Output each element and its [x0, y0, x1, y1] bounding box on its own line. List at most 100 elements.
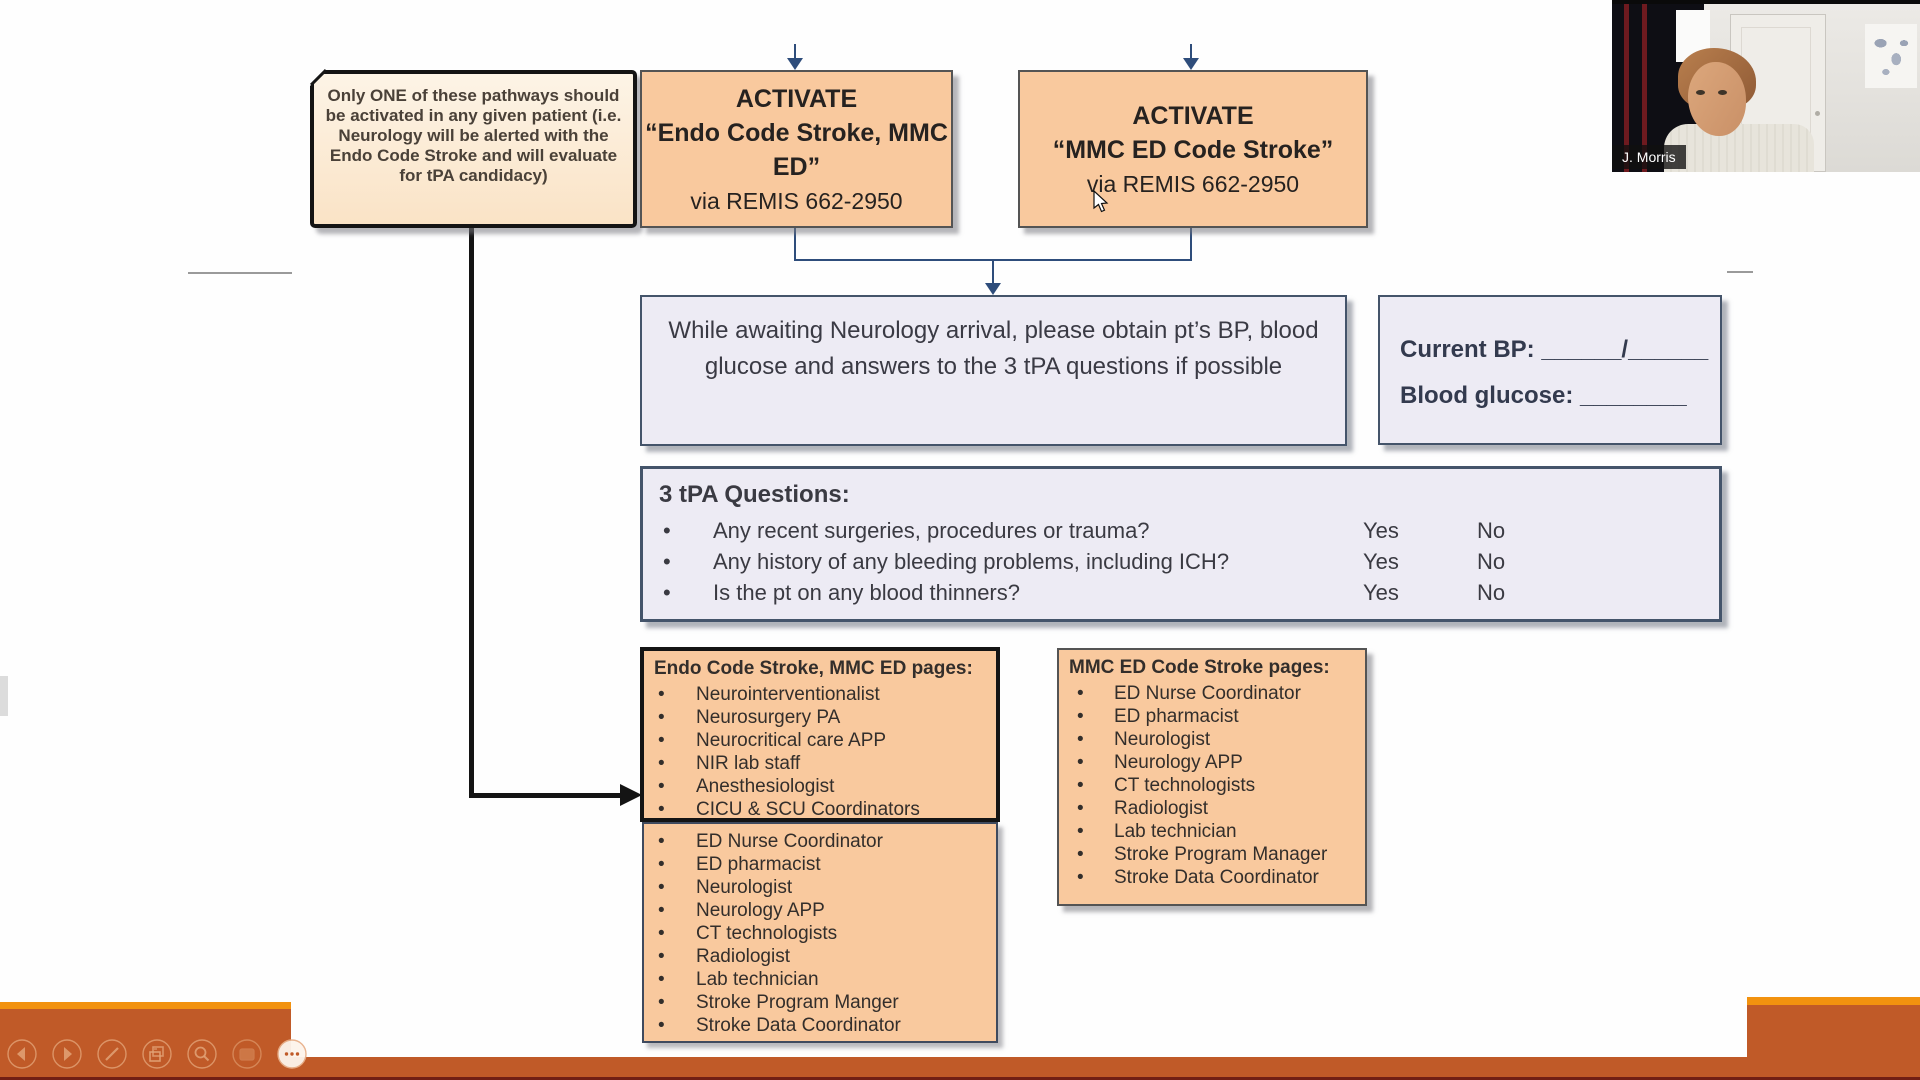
bullet-icon: [658, 899, 665, 922]
zoom-icon[interactable]: [186, 1038, 218, 1070]
webcam-video-tile[interactable]: J. Morris: [1612, 0, 1920, 172]
person-shirt: [1664, 124, 1814, 172]
blood-glucose-line: Blood glucose: ________: [1400, 382, 1687, 409]
remis-number: via REMIS 662-2950: [1086, 171, 1300, 197]
divider-line: [1727, 271, 1753, 273]
bullet-icon: [658, 798, 665, 821]
page-recipient: Anesthesiologist: [696, 776, 835, 797]
bullet-icon: [658, 876, 665, 899]
tpa-question-text: Is the pt on any blood thinners?: [713, 580, 1020, 605]
bullet-icon: [663, 515, 671, 546]
list-item: NIR lab staff: [644, 752, 996, 775]
list-item: CT technologists: [1059, 774, 1365, 797]
page-recipient: NIR lab staff: [696, 753, 801, 774]
list-item: Neurologist: [1059, 728, 1365, 751]
presenter-toolbar: [0, 1038, 308, 1072]
page-recipient: ED Nurse Coordinator: [696, 831, 883, 852]
bullet-icon: [658, 830, 665, 853]
page-recipient: CICU & SCU Coordinators: [696, 799, 920, 820]
activate-label: ACTIVATE: [735, 85, 858, 113]
page-recipient: Lab technician: [696, 969, 819, 990]
person-eye: [1718, 90, 1727, 95]
bullet-icon: [1077, 728, 1084, 751]
tpa-question-text: Any history of any bleeding problems, in…: [713, 549, 1230, 574]
bullet-icon: [658, 683, 665, 706]
mouse-cursor: [1093, 189, 1109, 219]
bullet-icon: [1077, 843, 1084, 866]
person-face: [1688, 62, 1746, 136]
slide-navigator-icon[interactable]: [141, 1038, 173, 1070]
connector-line: [1190, 44, 1192, 60]
bullet-icon: [1077, 797, 1084, 820]
bullet-icon: [658, 1014, 665, 1037]
previous-slide-icon[interactable]: [6, 1038, 38, 1070]
endo-pages-extension-box: ED Nurse Coordinator ED pharmacist Neuro…: [642, 822, 998, 1043]
footer-left-accent: [0, 1002, 291, 1009]
bullet-icon: [658, 853, 665, 876]
pathway-name: “MMC ED Code Stroke”: [1052, 136, 1334, 164]
page-recipient: Neurointerventionalist: [696, 684, 880, 705]
list-item: Stroke Program Manager: [1059, 843, 1365, 866]
connector-line: [469, 793, 622, 798]
awaiting-text: While awaiting Neurology arrival, please…: [668, 317, 1319, 380]
list-item: Neurology APP: [1059, 751, 1365, 774]
list-item: Radiologist: [1059, 797, 1365, 820]
page-recipient: Stroke Program Manger: [696, 992, 899, 1013]
awaiting-neurology-box: While awaiting Neurology arrival, please…: [640, 295, 1347, 446]
page-recipient: Neurology APP: [1114, 752, 1243, 773]
list-item: Lab technician: [1059, 820, 1365, 843]
subtitles-icon[interactable]: [231, 1038, 263, 1070]
tpa-question-list: Any recent surgeries, procedures or trau…: [659, 515, 1713, 608]
arrow-down-icon: [985, 283, 1001, 295]
connector-line: [794, 228, 796, 261]
mmc-pages-title: MMC ED Code Stroke pages:: [1069, 657, 1330, 678]
activate-endo-code-stroke-box: ACTIVATE “Endo Code Stroke, MMC ED” via …: [640, 70, 953, 228]
tpa-question-text: Any recent surgeries, procedures or trau…: [713, 518, 1150, 543]
arrow-right-icon: [620, 784, 642, 806]
list-item: Neurology APP: [644, 899, 996, 922]
bullet-icon: [1077, 682, 1084, 705]
bullet-icon: [1077, 820, 1084, 843]
list-item: Neurosurgery PA: [644, 706, 996, 729]
list-item: CT technologists: [644, 922, 996, 945]
more-options-icon[interactable]: [276, 1038, 308, 1070]
footer-bar: [0, 1057, 1920, 1078]
list-item: Radiologist: [644, 945, 996, 968]
page-recipient: ED pharmacist: [1114, 706, 1239, 727]
page-recipient: Stroke Data Coordinator: [1114, 867, 1319, 888]
connector-line: [794, 44, 796, 60]
page-recipient: ED pharmacist: [696, 854, 821, 875]
page-recipient: Neurologist: [696, 877, 793, 898]
bullet-icon: [658, 729, 665, 752]
page-recipient: Neurology APP: [696, 900, 825, 921]
person-eye: [1696, 90, 1705, 95]
curtain-stripe: [1624, 0, 1629, 172]
list-item: ED pharmacist: [1059, 705, 1365, 728]
bullet-icon: [1077, 705, 1084, 728]
bullet-icon: [663, 546, 671, 577]
tpa-no-label: No: [1477, 580, 1506, 605]
footer-bottom-edge: [0, 1077, 1920, 1080]
mmc-pages-list: ED Nurse Coordinator ED pharmacist Neuro…: [1059, 682, 1365, 889]
pathway-name: “Endo Code Stroke, MMC ED”: [645, 119, 948, 181]
list-item: Stroke Program Manger: [644, 991, 996, 1014]
list-item: Stroke Data Coordinator: [1059, 866, 1365, 889]
bullet-icon: [658, 775, 665, 798]
participant-name-label: J. Morris: [1612, 145, 1686, 169]
page-recipient: Neurologist: [1114, 729, 1211, 750]
page-recipient: Neurosurgery PA: [696, 707, 841, 728]
endo-pages-box: Endo Code Stroke, MMC ED pages: Neuroint…: [640, 647, 1000, 822]
page-recipient: Stroke Data Coordinator: [696, 1015, 901, 1036]
pen-icon[interactable]: [96, 1038, 128, 1070]
next-slide-icon[interactable]: [51, 1038, 83, 1070]
callout-note: Only ONE of these pathways should be act…: [310, 69, 637, 228]
endo-pages-primary-list: Neurointerventionalist Neurosurgery PA N…: [644, 683, 996, 821]
footer-right-accent: [1747, 997, 1920, 1005]
activate-mmc-ed-code-stroke-box: ACTIVATE “MMC ED Code Stroke” via REMIS …: [1018, 70, 1368, 228]
connector-line: [1190, 228, 1192, 261]
tpa-question-row: Any history of any bleeding problems, in…: [659, 546, 1713, 577]
tpa-no-label: No: [1477, 549, 1506, 574]
page-recipient: Radiologist: [1114, 798, 1208, 819]
list-item: Neurointerventionalist: [644, 683, 996, 706]
